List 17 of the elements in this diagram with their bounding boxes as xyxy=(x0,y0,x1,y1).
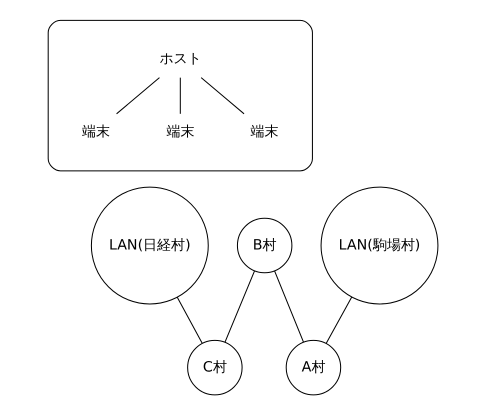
connector xyxy=(176,297,203,344)
connector xyxy=(116,77,160,114)
cluster xyxy=(48,20,313,172)
node-text: ホスト xyxy=(159,50,202,67)
node-text: 端末 xyxy=(82,124,110,140)
connector xyxy=(180,78,181,114)
node-text: 端末 xyxy=(166,124,194,140)
connector xyxy=(326,296,352,344)
connector xyxy=(274,270,304,343)
node-circle: B村 xyxy=(236,218,292,274)
node-circle: LAN(日経村) xyxy=(90,186,209,304)
node-circle: A村 xyxy=(286,340,342,396)
node-circle: C村 xyxy=(187,340,243,396)
node-circle: LAN(駒場村) xyxy=(320,186,438,304)
connector xyxy=(224,270,256,343)
connector xyxy=(200,77,244,114)
node-text: 端末 xyxy=(250,124,279,140)
